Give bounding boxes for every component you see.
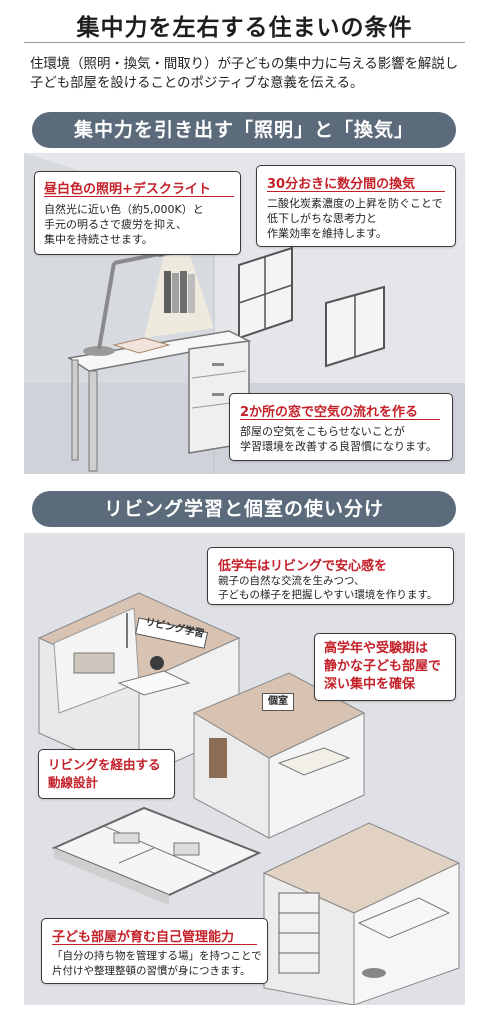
intro-text: 住環境（照明・換気・間取り）が子どもの集中力に与える影響を解説し 子ども部屋を設…: [30, 55, 470, 93]
intro-line-2: 子ども部屋を設けることのポジティブな意義を伝える。: [30, 76, 364, 91]
section2-banner: リビング学習と個室の使い分け: [32, 491, 456, 527]
card-upper-line-2: 静かな子ども部屋で: [324, 659, 442, 674]
card-lighting: 昼白色の照明+デスクライト 自然光に近い色（約5,000K）と 手元の明るさで疲…: [34, 171, 241, 255]
sign-private: 個室: [262, 693, 294, 711]
card-ventilation: 30分おきに数分間の換気 二酸化炭素濃度の上昇を防ぐことで 低下しがちな思考力と…: [256, 165, 456, 247]
house-layout-illustration: [37, 592, 461, 1005]
title-divider: [24, 42, 465, 43]
card-flow: リビングを経由する 動線設計: [38, 749, 175, 799]
card-ventilation-line-3: 作業効率を維持します。: [267, 227, 387, 240]
sofa: [73, 652, 115, 674]
open-book: [112, 337, 171, 354]
card-living-line-1: 親子の自然な交流を生みつつ、: [218, 575, 365, 587]
sign-living: [135, 617, 209, 649]
kids-room-block: [262, 822, 461, 1005]
card-self-management: 子ども部屋が育む自己管理能力 「自分の持ち物を管理する場」を持つことで 片付けや…: [41, 918, 268, 984]
card-living-line-2: 子どもの様子を把握しやすい環境を作ります。: [218, 589, 438, 601]
card-upper-grades: 高学年や受験期は 静かな子ども部屋で 深い集中を確保: [314, 633, 456, 701]
card-lighting-title: 昼白色の照明+デスクライト: [44, 182, 211, 197]
card-self-line-2: 片付けや整理整頓の習慣が身につきます。: [52, 965, 251, 977]
card-windows-title: 2か所の窓で空気の流れを作る: [240, 405, 419, 420]
study-desk: [277, 747, 351, 776]
card-self-line-1: 「自分の持ち物を管理する場」を持つことで: [52, 950, 262, 962]
card-living-title: 低学年はリビングで安心感を: [218, 559, 388, 574]
section1-banner: 集中力を引き出す「照明」と「換気」: [32, 112, 456, 148]
card-flow-line-2: 動線設計: [48, 775, 99, 790]
bookshelf-books: [164, 271, 195, 313]
card-ventilation-title: 30分おきに数分間の換気: [267, 177, 416, 192]
card-windows-line-1: 部屋の空気をこもらせないことが: [240, 425, 405, 438]
card-lighting-underline: [44, 196, 234, 197]
living-table: [117, 670, 191, 696]
card-ventilation-underline: [267, 191, 445, 192]
chair: [362, 968, 386, 978]
card-upper-line-3: 深い集中を確保: [324, 677, 416, 692]
card-windows-line-2: 学習環境を改善する良習慣になります。: [240, 440, 437, 453]
card-windows-underline: [240, 419, 440, 420]
floor-plan: [51, 806, 262, 905]
card-upper-line-1: 高学年や受験期は: [324, 641, 429, 656]
section1-illustration-panel: 昼白色の照明+デスクライト 自然光に近い色（約5,000K）と 手元の明るさで疲…: [24, 153, 465, 474]
card-ventilation-line-2: 低下しがちな思考力と: [267, 212, 377, 225]
window-right: [325, 285, 385, 368]
card-living: 低学年はリビングで安心感を 親子の自然な交流を生みつつ、 子どもの様子を把握しや…: [207, 547, 454, 605]
kids-desk: [357, 897, 451, 939]
card-lighting-line-3: 集中を持続させます。: [44, 233, 153, 246]
card-self-underline: [52, 944, 257, 945]
window-left: [238, 246, 293, 340]
card-self-title: 子ども部屋が育む自己管理能力: [52, 930, 235, 945]
card-flow-line-1: リビングを経由する: [48, 757, 161, 772]
child-figure: [150, 656, 164, 670]
card-lighting-line-2: 手元の明るさで疲労を抑え、: [44, 218, 187, 231]
page-title: 集中力を左右する住まいの条件: [76, 15, 413, 41]
card-lighting-line-1: 自然光に近い色（約5,000K）と: [44, 203, 204, 216]
door: [209, 738, 227, 778]
card-windows: 2か所の窓で空気の流れを作る 部屋の空気をこもらせないことが 学習環境を改善する…: [229, 393, 453, 461]
intro-line-1: 住環境（照明・換気・間取り）が子どもの集中力に与える影響を解説し: [30, 57, 459, 72]
section2-illustration-panel: リビング学習 個室 低学年はリビングで安心感を 親子の自然な交流を生みつつ、 子…: [24, 533, 465, 1005]
card-ventilation-line-1: 二酸化炭素濃度の上昇を防ぐことで: [267, 197, 443, 210]
